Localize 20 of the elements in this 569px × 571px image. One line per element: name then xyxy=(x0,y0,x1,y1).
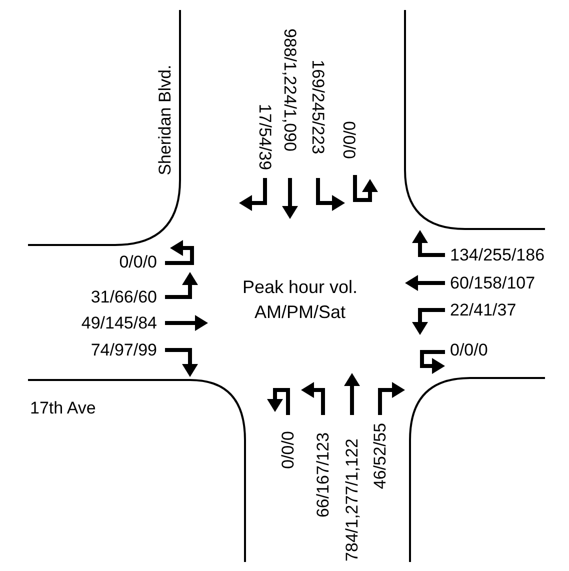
volume-label: 0/0/0 xyxy=(340,121,358,159)
volume-label: 31/66/60 xyxy=(90,288,157,306)
volume-label: 74/97/99 xyxy=(90,342,157,358)
volume-label: 988/1,224/1,090 xyxy=(282,28,298,152)
volume-label: 0/0/0 xyxy=(119,254,157,270)
volume-label: 49/145/84 xyxy=(81,314,157,332)
note-text: Peak hour vol. xyxy=(242,278,358,296)
volume-label: 46/52/55 xyxy=(372,422,388,490)
volume-label: 134/255/186 xyxy=(450,246,545,264)
volume-label: 60/158/107 xyxy=(450,274,536,292)
volume-label: 17/54/39 xyxy=(256,104,274,170)
volume-label: 0/0/0 xyxy=(280,431,296,469)
note-text: AM/PM/Sat xyxy=(254,303,346,321)
street-name: 17th Ave xyxy=(30,400,96,416)
volume-label: 66/167/123 xyxy=(314,432,332,518)
street-name: Sheridan Blvd. xyxy=(156,64,174,176)
volume-label: 22/41/37 xyxy=(450,302,516,318)
volume-label: 784/1,277/1,122 xyxy=(344,438,360,562)
volume-label: 169/245/223 xyxy=(310,60,326,154)
volume-label: 0/0/0 xyxy=(450,342,488,358)
